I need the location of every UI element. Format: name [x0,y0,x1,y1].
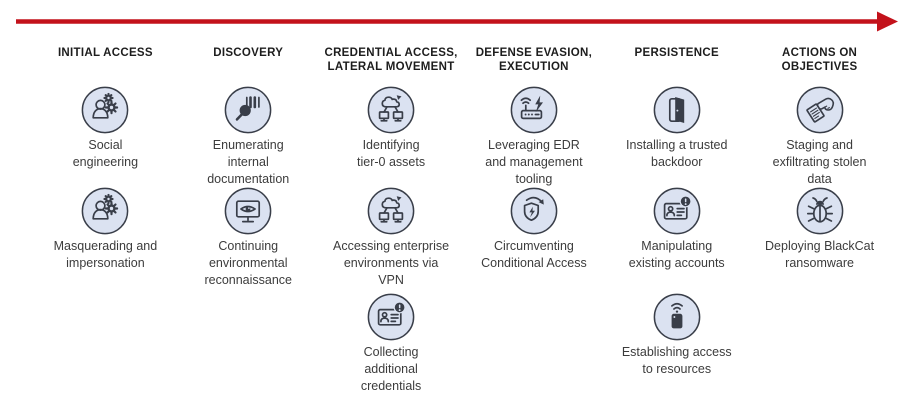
user-gears-icon [81,187,129,235]
phase-column-actions-on-objectives: ACTIONS ON OBJECTIVES Staging and exfiltr… [748,46,891,410]
technique-item: Accessing enterprise environments via VP… [320,187,463,289]
phase-column-discovery: DISCOVERY Enumerating internal documentat… [177,46,320,410]
technique-item: Enumerating internal documentation [177,86,320,188]
technique-label: Accessing enterprise environments via VP… [333,239,450,287]
technique-item: Masquerading and impersonation [34,187,177,272]
technique-label: Manipulating existing accounts [628,239,725,270]
technique-item: Staging and exfiltrating stolen data [748,86,891,188]
technique-item: Deploying BlackCat ransomware [748,187,891,272]
bug-icon [796,187,844,235]
technique-label: Collecting additional credentials [360,345,422,393]
technique-item: Social engineering [34,86,177,171]
technique-item: Collecting additional credentials [320,293,463,395]
phase-header: CREDENTIAL ACCESS, LATERAL MOVEMENT [324,47,458,73]
cloud-network-icon [367,86,415,134]
technique-item: Leveraging EDR and management tooling [462,86,605,188]
cloud-network-icon [367,187,415,235]
open-door-icon [653,86,701,134]
technique-label: Leveraging EDR and management tooling [485,138,583,186]
hand-document-icon [796,86,844,134]
id-card-alert-icon [367,293,415,341]
device-wifi-icon [653,293,701,341]
attack-timeline-arrow [16,11,898,32]
technique-label: Identifying tier-0 assets [357,138,426,169]
router-bolt-icon [510,86,558,134]
phase-column-persistence: PERSISTENCE Installing a trusted backdoor… [605,46,748,410]
phase-header: ACTIONS ON OBJECTIVES [781,47,858,73]
technique-label: Installing a trusted backdoor [626,138,728,169]
right-arrow-icon [877,11,898,32]
phase-column-credential-access-lateral-movement: CREDENTIAL ACCESS, LATERAL MOVEMENT Ident… [320,46,463,410]
technique-label: Masquerading and impersonation [53,239,158,270]
barcode-search-icon [224,86,272,134]
technique-label: Circumventing Conditional Access [481,239,587,270]
technique-label: Establishing access to resources [621,345,732,376]
technique-label: Continuing environmental reconnaissance [204,239,293,287]
technique-item: Establishing access to resources [605,293,748,378]
phase-header: DEFENSE EVASION, EXECUTION [475,47,593,73]
technique-label: Staging and exfiltrating stolen data [772,138,867,186]
phase-column-defense-evasion-execution: DEFENSE EVASION, EXECUTION Leveraging EDR… [462,46,605,410]
monitor-eye-icon [224,187,272,235]
technique-item: Continuing environmental reconnaissance [177,187,320,289]
phase-header: DISCOVERY [213,47,284,59]
phase-header: INITIAL ACCESS [57,47,153,59]
user-gears-icon [81,86,129,134]
technique-label: Social engineering [72,138,139,169]
technique-item: Circumventing Conditional Access [462,187,605,272]
technique-item: Identifying tier-0 assets [320,86,463,171]
technique-item: Manipulating existing accounts [605,187,748,272]
shield-bypass-icon [510,187,558,235]
technique-label: Deploying BlackCat ransomware [765,239,875,270]
technique-item: Installing a trusted backdoor [605,86,748,171]
phase-header: PERSISTENCE [634,47,719,59]
id-card-alert-icon [653,187,701,235]
technique-label: Enumerating internal documentation [207,138,290,186]
